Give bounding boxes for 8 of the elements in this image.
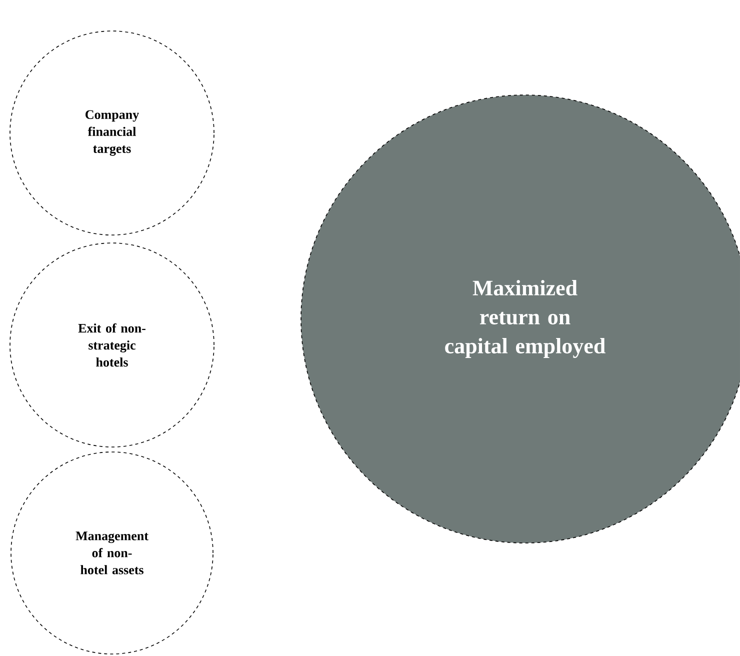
circle-node [300, 94, 740, 544]
dashed-circle [10, 452, 214, 654]
node-text: Maximized return on capital employed [445, 280, 606, 358]
dashed-circle [10, 30, 214, 236]
dashed-circle [10, 242, 214, 448]
node-text: Company financial targets [86, 110, 139, 156]
node-text: Management of non-hotel assets [76, 532, 148, 574]
node-text: Exit of non-strategic hotels [78, 323, 146, 367]
